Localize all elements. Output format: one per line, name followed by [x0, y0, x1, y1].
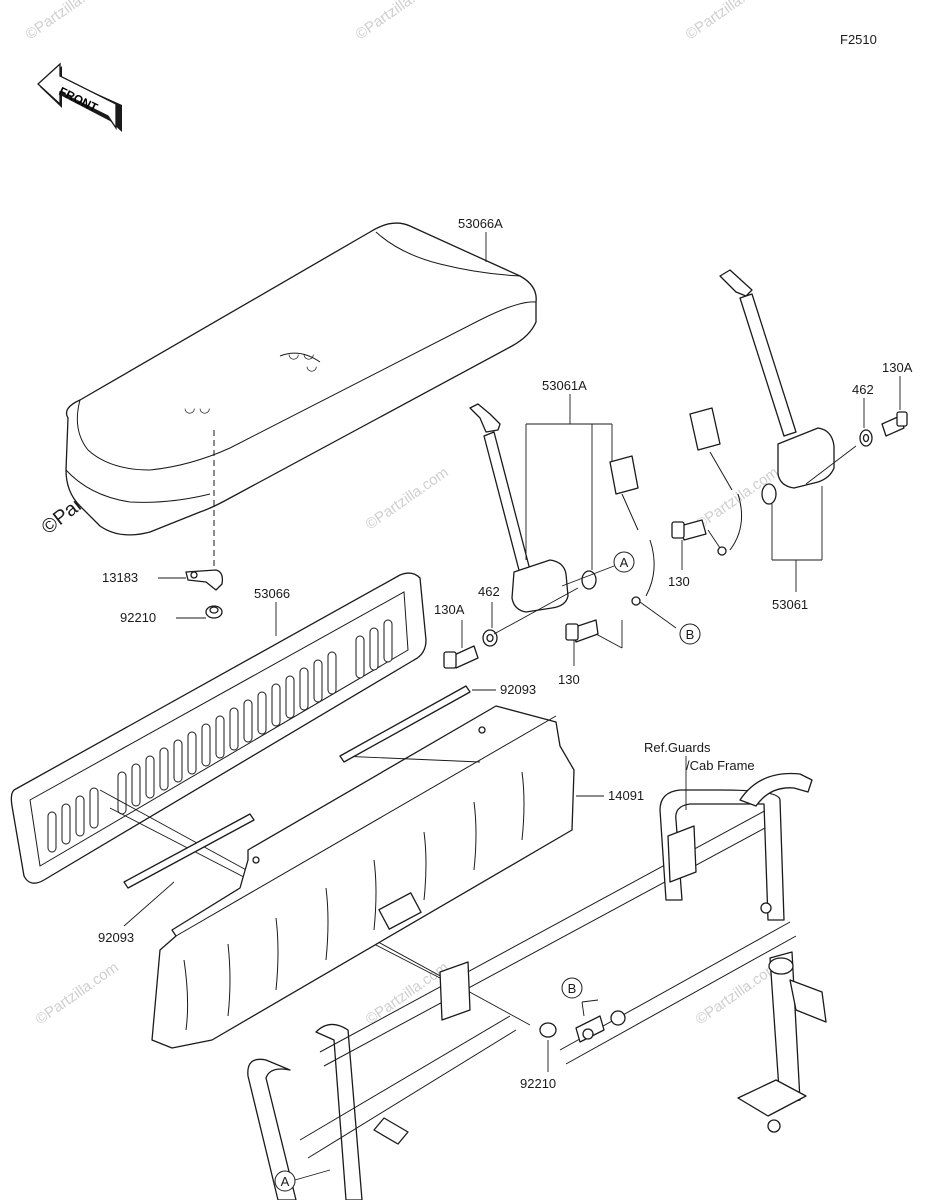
callout-130-right: 130 [668, 574, 690, 589]
watermark: ©Partzilla.com [23, 0, 112, 43]
washer-462-mid [482, 629, 498, 647]
seat-base-53066 [10, 572, 531, 1026]
callout-462-mid: 462 [478, 584, 500, 599]
callout-92093-top: 92093 [500, 682, 536, 697]
seat-belt-53061A [469, 403, 655, 613]
ref-marker-b-bottom: B [561, 977, 583, 999]
callout-92210-left: 92210 [120, 610, 156, 625]
figure-code: F2510 [840, 32, 877, 47]
callout-14091: 14091 [608, 788, 644, 803]
trim-strip-92093-top [339, 685, 471, 763]
svg-text:B: B [686, 627, 695, 642]
callouts: 53066A 53061A 130A 462 13183 53066 92210… [98, 216, 913, 1091]
seat-mount-marks: ◡ ◡ [184, 400, 210, 415]
ref-marker-b-top: B [679, 623, 701, 645]
bracket-13183 [185, 569, 224, 591]
leader-lines [123, 232, 901, 1072]
callout-130A-right: 130A [882, 360, 913, 375]
ref-marker-a-bottom: A [274, 1169, 331, 1192]
seat-mount-marks: ◡ ◡ [288, 346, 314, 361]
seat-cushion-53066A: ◡ ◡ ◡ ◡ ◡ [65, 222, 537, 578]
svg-text:B: B [568, 981, 577, 996]
bolt-130A-mid [443, 645, 479, 669]
reference-markers: A B B A [274, 551, 701, 1192]
assembly-line [339, 755, 481, 763]
callout-92210-bottom: 92210 [520, 1076, 556, 1091]
bolt-130-mid [565, 619, 599, 643]
seat-base-slots [47, 619, 393, 853]
front-arrow-icon: FRONT [37, 62, 122, 132]
callout-53066A: 53066A [458, 216, 503, 231]
svg-text:A: A [281, 1174, 290, 1189]
reference-note-line2: /Cab Frame [686, 758, 755, 773]
seat-mount-marks: ◡ [306, 358, 317, 373]
trim-strip-92093-bottom [123, 813, 255, 889]
washer-462-right [859, 429, 873, 447]
callout-92093-bottom: 92093 [98, 930, 134, 945]
nut-92210 [205, 605, 223, 619]
ref-marker-a-top: A [613, 551, 635, 573]
svg-text:A: A [620, 555, 629, 570]
side-panel-14091 [151, 705, 575, 1049]
watermark: ©Partzilla.com [33, 959, 122, 1029]
callout-53066: 53066 [254, 586, 290, 601]
callout-130-mid: 130 [558, 672, 580, 687]
cab-frame [247, 772, 827, 1200]
watermark: ©Partzilla.com [363, 464, 452, 534]
callout-53061A: 53061A [542, 378, 587, 393]
bolt-130-right [671, 519, 707, 541]
reference-note-line1: Ref.Guards [644, 740, 711, 755]
bolt-130A-right [881, 411, 908, 437]
watermark: ©Partzilla.com [353, 0, 442, 43]
callout-53061: 53061 [772, 597, 808, 612]
watermark: ©Partzilla.com [683, 0, 772, 43]
callout-130A-mid: 130A [434, 602, 465, 617]
callout-462-right: 462 [852, 382, 874, 397]
callout-13183: 13183 [102, 570, 138, 585]
watermark: ©Partzilla.com [363, 959, 452, 1029]
